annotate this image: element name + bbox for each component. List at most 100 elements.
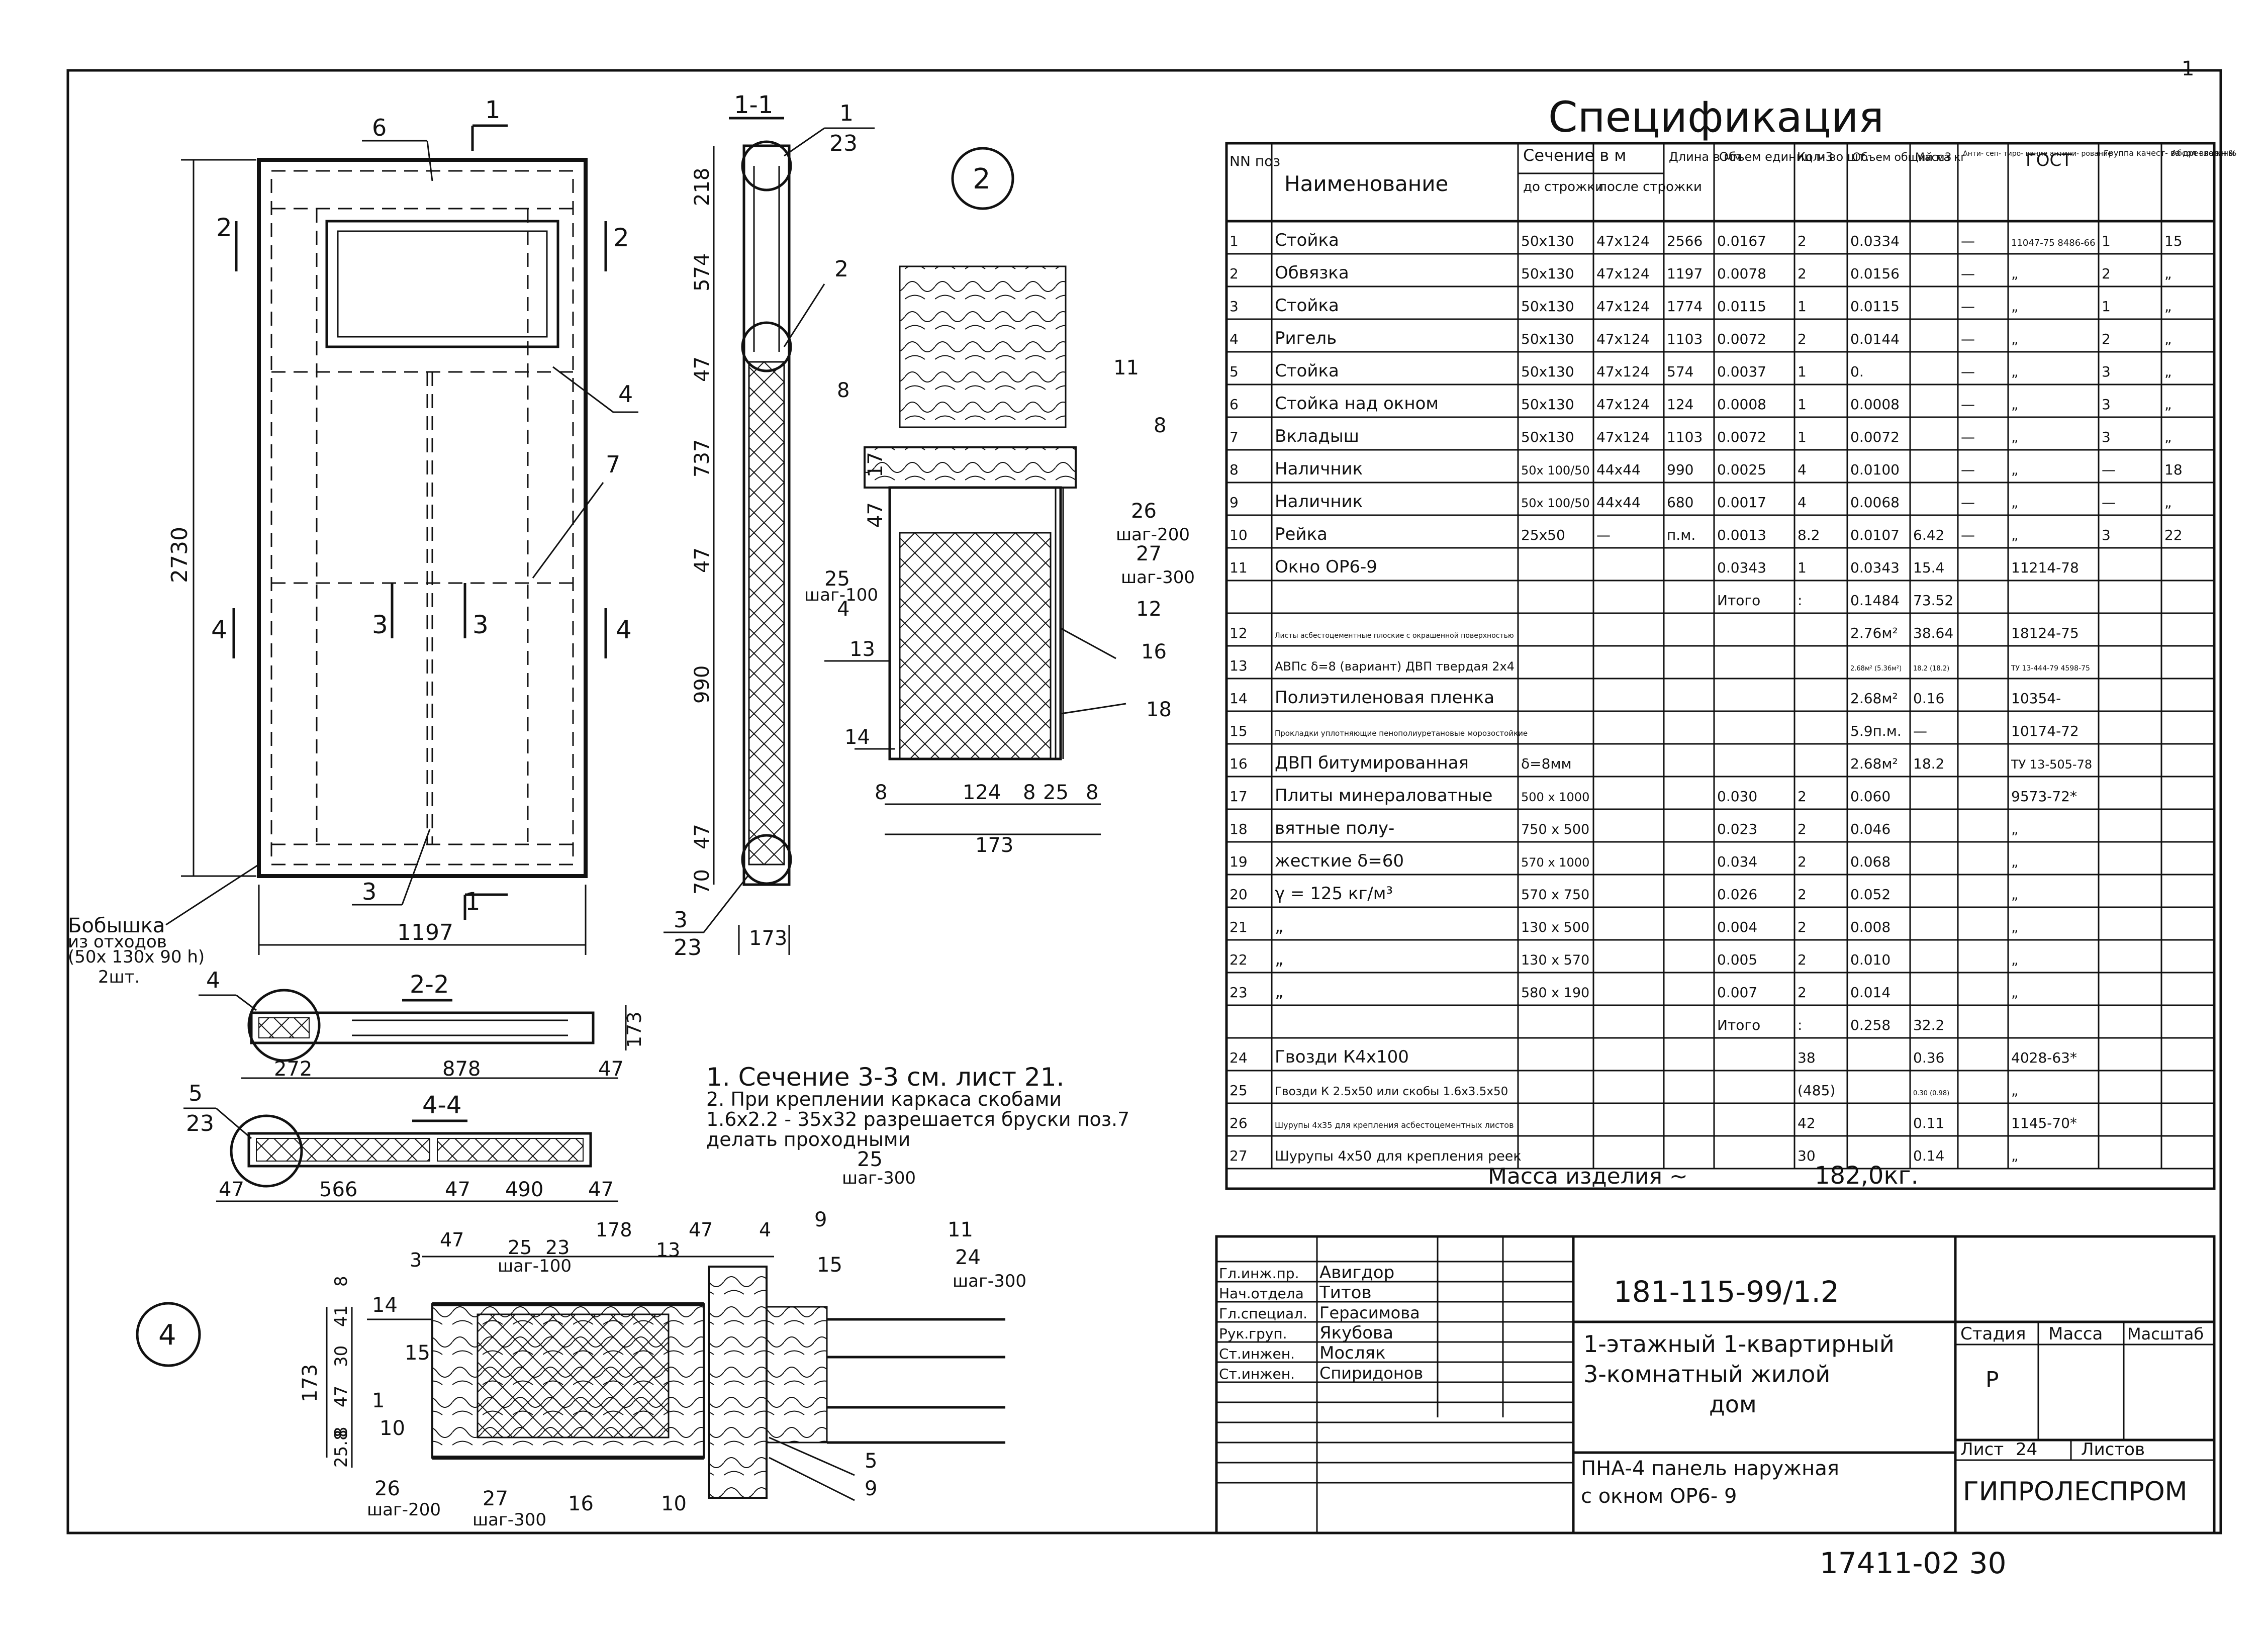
spec-cell: — (1913, 723, 1927, 739)
spec-cell: 0.0343 (1717, 559, 1766, 576)
spec-cell: 50x 100/50 (1521, 496, 1590, 510)
footer-number: 17411-02 30 (1820, 1546, 2006, 1580)
spec-cell: 0.0156 (1850, 265, 1900, 282)
spec-cell: — (2102, 461, 2116, 478)
spec-cell: 2 (1798, 951, 1807, 968)
spec-cell: „ (1275, 916, 1284, 936)
spec-cell: „ (2011, 396, 2019, 413)
svg-text:Спиридонов: Спиридонов (1319, 1364, 1423, 1383)
callout-7: 7 (606, 451, 620, 478)
spec-cell: 0.060 (1850, 788, 1891, 805)
spec-cell: 2 (1798, 886, 1807, 903)
spec-cell: 0.0025 (1717, 461, 1766, 478)
svg-text:Авигдор: Авигдор (1319, 1263, 1394, 1283)
section-1-1: 1-1 218 574 47 737 47 990 47 70 1 23 2 3… (664, 91, 875, 961)
spec-cell: — (2102, 494, 2116, 511)
spec-cell: 0.258 (1850, 1017, 1891, 1033)
spec-cell: 0.007 (1717, 984, 1757, 1001)
svg-text:12: 12 (1136, 598, 1162, 621)
spec-cell: ТУ 13-444-79 4598-75 (2011, 664, 2090, 673)
svg-text:8: 8 (331, 1426, 351, 1437)
spec-cell: „ (2011, 853, 2019, 870)
spec-cell: Наличник (1275, 459, 1363, 479)
header-mass: Масса кг (1915, 151, 1966, 164)
svg-text:8: 8 (1086, 781, 1098, 804)
spec-cell: — (1596, 527, 1611, 543)
spec-cell: 18.2 (18.2) (1913, 665, 1949, 673)
spec-cell: Ригель (1275, 328, 1337, 348)
svg-text:47: 47 (440, 1229, 464, 1251)
spec-cell: — (1961, 396, 1975, 413)
svg-text:25: 25 (508, 1236, 532, 1259)
section-tag: 2 (613, 223, 629, 252)
detail-marker-2: 2 (973, 163, 991, 196)
svg-text:990: 990 (691, 665, 714, 704)
spec-cell: 44x44 (1596, 461, 1641, 478)
spec-cell: 50x130 (1521, 363, 1574, 380)
svg-text:шаг-300: шаг-300 (472, 1510, 546, 1530)
svg-text:шаг-200: шаг-200 (367, 1500, 441, 1520)
spec-cell: „ (2011, 1147, 2019, 1164)
header-after: после строжки (1598, 179, 1702, 195)
svg-text:шаг-100: шаг-100 (498, 1256, 572, 1276)
spec-cell: 47x124 (1596, 363, 1650, 380)
spec-cell: 0.014 (1850, 984, 1891, 1001)
header-nn: NN поз (1230, 153, 1280, 169)
spec-cell: 1 (1798, 363, 1807, 380)
svg-text:47: 47 (864, 502, 887, 528)
spec-cell: 10354- (2011, 690, 2061, 707)
callout-3-bottom: 3 (674, 907, 688, 933)
spec-cell: 580 x 190 (1521, 985, 1589, 1001)
callout-1: 1 (839, 101, 854, 126)
spec-cell: 5 (1230, 363, 1239, 380)
svg-text:14: 14 (372, 1294, 398, 1317)
callout-6: 6 (372, 114, 387, 141)
spec-cell: 47x124 (1596, 331, 1650, 347)
detail-2: 2 8 11 8 47 17 26 шаг-200 27 шаг-300 25 … (804, 147, 1195, 857)
spec-cell: 2 (1798, 984, 1807, 1001)
spec-cell: 2.68м² (1850, 690, 1898, 707)
detail-2-total: 173 (975, 834, 1013, 857)
spec-cell: — (1961, 527, 1975, 543)
spec-mass-value: 182,0кг. (1815, 1162, 1919, 1190)
spec-cell: Шурупы 4x50 для крепления реек (1275, 1148, 1522, 1164)
spec-cell: 0.030 (1717, 788, 1757, 805)
svg-text:из отходов: из отходов (68, 932, 167, 952)
svg-text:(50x 130x 90 h): (50x 130x 90 h) (68, 947, 205, 967)
mass-label: Масса (2048, 1324, 2103, 1344)
spec-cell: 50x130 (1521, 298, 1574, 315)
svg-text:47: 47 (691, 824, 714, 849)
svg-text:13: 13 (656, 1239, 680, 1261)
spec-cell: 50x130 (1521, 265, 1574, 282)
spec-cell: 2 (2102, 265, 2111, 282)
spec-cell: Стойка (1275, 361, 1339, 381)
spec-cell: 0.0017 (1717, 494, 1766, 511)
spec-cell: 0. (1850, 363, 1864, 380)
spec-cell: 1 (2102, 233, 2111, 249)
svg-text:25.8: 25.8 (331, 1429, 351, 1468)
svg-text:шаг-200: шаг-200 (1116, 525, 1190, 545)
spec-cell: 2 (1798, 821, 1807, 837)
svg-text:8: 8 (837, 379, 849, 402)
spec-cell: Листы асбестоцементные плоские с окрашен… (1275, 632, 1514, 640)
callout-23-bottom: 23 (674, 935, 702, 961)
svg-text:8: 8 (331, 1276, 351, 1287)
spec-cell: 14 (1230, 690, 1248, 707)
svg-text:70: 70 (691, 869, 714, 895)
spec-cell: 1 (2102, 298, 2111, 315)
spec-cell: 10 (1230, 527, 1248, 543)
sheets-label: Листов (2081, 1439, 2145, 1460)
spec-cell: 0.14 (1913, 1147, 1944, 1164)
svg-text:272: 272 (274, 1058, 312, 1081)
spec-cell: 2566 (1667, 233, 1703, 249)
spec-cell: Окно ОР6-9 (1275, 557, 1377, 577)
